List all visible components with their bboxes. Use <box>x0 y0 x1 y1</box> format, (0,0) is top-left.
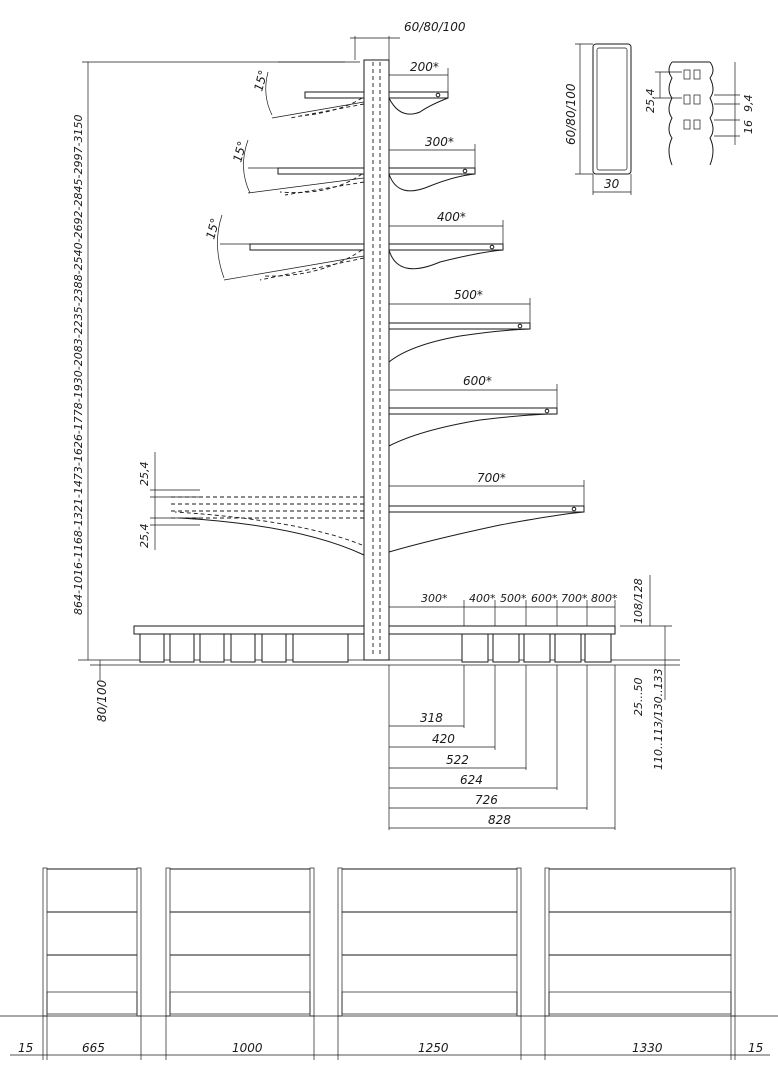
arm-label-500: 500* <box>454 288 483 302</box>
front-bay-1330 <box>544 867 736 1017</box>
base-size-400: 400* <box>469 592 496 605</box>
section-height-label: 60/80/100 <box>564 83 578 145</box>
base-size-800: 800* <box>591 592 618 605</box>
left-arms-tilted <box>217 61 365 281</box>
base-size-500: 500* <box>500 592 527 605</box>
front-edge-left: 15 <box>18 1041 33 1055</box>
depth-420: 420 <box>432 732 455 746</box>
depth-726: 726 <box>475 793 498 807</box>
front-width-1000: 1000 <box>232 1041 263 1055</box>
front-width-1250: 1250 <box>418 1041 449 1055</box>
column-width-label: 60/80/100 <box>404 20 466 34</box>
front-edge-right: 15 <box>748 1041 763 1055</box>
base-depth-dimensions <box>388 665 616 830</box>
left-arms-stacked <box>150 452 365 556</box>
arm-500 <box>388 322 531 364</box>
base-size-700: 700* <box>561 592 588 605</box>
base-height-label: 80/100 <box>95 679 109 722</box>
arm-200 <box>388 91 449 115</box>
depth-828: 828 <box>488 813 511 827</box>
arm-dimension-lines <box>389 68 585 506</box>
base-right <box>388 625 616 663</box>
arm-label-400: 400* <box>437 210 466 224</box>
upright-column <box>350 36 400 661</box>
arm-label-200: 200* <box>410 60 439 74</box>
pitch-label-lower: 25,4 <box>138 524 151 549</box>
perforation-detail <box>655 61 740 166</box>
section-width-label: 30 <box>604 177 620 191</box>
angle-label-2: 15° <box>230 140 249 164</box>
front-width-665: 665 <box>82 1041 105 1055</box>
front-width-1330: 1330 <box>632 1041 663 1055</box>
front-bay-1000 <box>165 867 315 1017</box>
base-left <box>133 625 365 663</box>
arm-600 <box>388 407 558 447</box>
base-size-300: 300* <box>421 592 448 605</box>
column-section-detail <box>575 43 632 195</box>
base-size-600: 600* <box>531 592 558 605</box>
depth-624: 624 <box>460 773 483 787</box>
perforation-gap-label: 16 <box>742 120 755 134</box>
angle-label-1: 15° <box>251 69 270 93</box>
arm-700 <box>388 505 585 553</box>
base-size-dimensions <box>389 600 616 626</box>
arm-label-600: 600* <box>463 374 492 388</box>
arm-label-300: 300* <box>425 135 454 149</box>
front-width-dimensions <box>0 1015 778 1060</box>
depth-318: 318 <box>420 711 443 725</box>
base-vertical-dimensions <box>620 575 672 700</box>
angle-label-3: 15° <box>203 217 222 241</box>
perforation-pitch-label: 25,4 <box>644 89 657 114</box>
base-height-label-right: 108/128 <box>632 578 645 624</box>
base-adjust-label: 25...50 <box>632 678 645 716</box>
depth-522: 522 <box>446 753 469 767</box>
perforation-slot-label: 9,4 <box>742 95 755 113</box>
front-bay-1250 <box>337 867 522 1017</box>
pitch-label-upper: 25,4 <box>138 462 151 487</box>
arm-label-700: 700* <box>477 471 506 485</box>
front-bay-665 <box>42 867 142 1017</box>
column-height-label: 864-1016-1168-1321-1473-1626-1778-1930-2… <box>72 115 85 615</box>
arm-400 <box>388 243 504 270</box>
base-foot-label: 110..113/130..133 <box>652 668 665 770</box>
arm-300 <box>388 167 476 192</box>
